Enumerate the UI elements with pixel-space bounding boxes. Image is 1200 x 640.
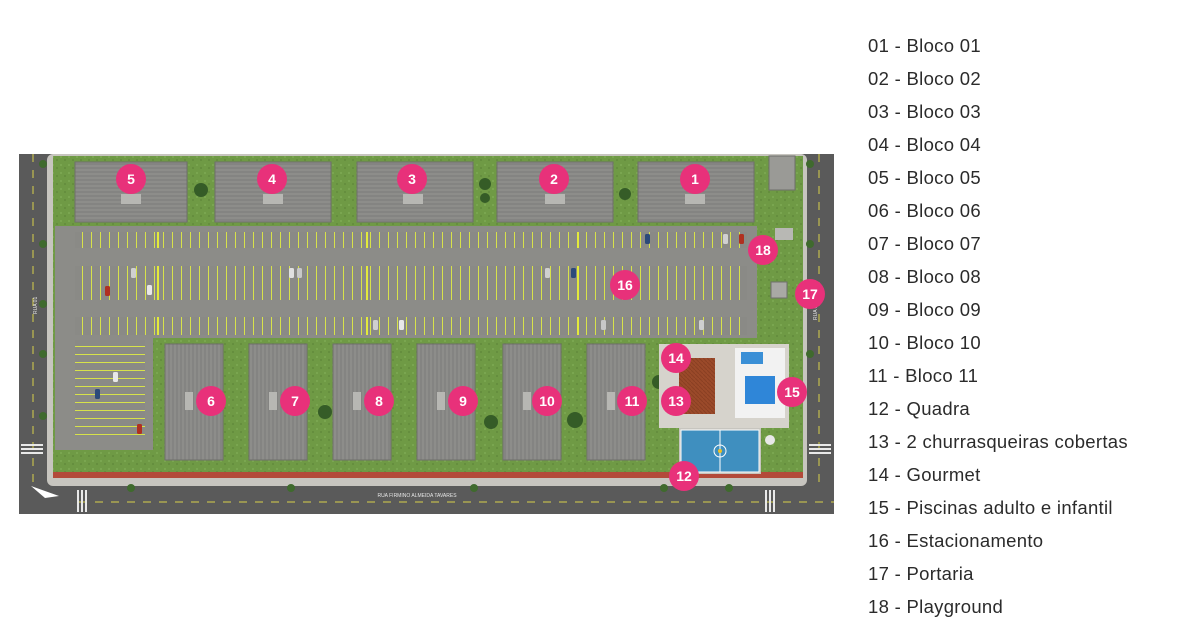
guardhouse-roof xyxy=(768,155,796,191)
street-label: RUA FIRMINO ALMEIDA TAVARES xyxy=(377,493,457,499)
marker-3[interactable]: 3 xyxy=(397,164,427,194)
adult-pool xyxy=(745,376,775,404)
marker-15[interactable]: 15 xyxy=(777,377,807,407)
map-markers: 1 2 3 4 5 6 7 8 9 10 11 12 13 14 15 16 1… xyxy=(116,164,825,491)
legend-item: 11 - Bloco 11 xyxy=(868,365,979,386)
legend-item: 13 - 2 churrasqueiras cobertas xyxy=(868,431,1128,452)
legend-item: 15 - Piscinas adulto e infantil xyxy=(868,497,1113,518)
marker-18[interactable]: 18 xyxy=(748,235,778,265)
street-trees xyxy=(39,160,814,492)
kids-pool xyxy=(741,352,763,364)
marker-4[interactable]: 4 xyxy=(257,164,287,194)
svg-text:5: 5 xyxy=(127,171,135,187)
svg-text:12: 12 xyxy=(676,468,692,484)
parking-area xyxy=(55,226,757,450)
marker-14[interactable]: 14 xyxy=(661,343,691,373)
legend-item: 06 - Bloco 06 xyxy=(868,200,981,221)
legend-item: 08 - Bloco 08 xyxy=(868,266,981,287)
marker-2[interactable]: 2 xyxy=(539,164,569,194)
svg-text:17: 17 xyxy=(802,286,818,302)
legend-item: 02 - Bloco 02 xyxy=(868,68,981,89)
legend-item: 16 - Estacionamento xyxy=(868,530,1044,551)
legend-list: 01 - Bloco 01 02 - Bloco 02 03 - Bloco 0… xyxy=(868,32,1188,626)
legend-item: 18 - Playground xyxy=(868,596,1004,617)
marker-8[interactable]: 8 xyxy=(364,386,394,416)
marker-17[interactable]: 17 xyxy=(795,279,825,309)
svg-text:9: 9 xyxy=(459,393,467,409)
marker-10[interactable]: 10 xyxy=(532,386,562,416)
parked-cars xyxy=(95,234,744,434)
svg-text:13: 13 xyxy=(668,393,684,409)
side-street-label-left: RUA 01 xyxy=(33,297,39,314)
marker-16[interactable]: 16 xyxy=(610,270,640,300)
svg-text:6: 6 xyxy=(207,393,215,409)
svg-text:3: 3 xyxy=(408,171,416,187)
marker-5[interactable]: 5 xyxy=(116,164,146,194)
legend-item: 12 - Quadra xyxy=(868,398,971,419)
marker-9[interactable]: 9 xyxy=(448,386,478,416)
svg-text:11: 11 xyxy=(625,393,640,409)
legend-item: 04 - Bloco 04 xyxy=(868,134,981,155)
legend-item: 09 - Bloco 09 xyxy=(868,299,981,320)
legend-item: 17 - Portaria xyxy=(868,563,974,584)
svg-text:16: 16 xyxy=(617,277,633,293)
gatehouse xyxy=(770,281,788,299)
compass-arrow-icon xyxy=(31,486,59,498)
legend-item: 03 - Bloco 03 xyxy=(868,101,981,122)
svg-text:18: 18 xyxy=(755,242,771,258)
legend-item: 10 - Bloco 10 xyxy=(868,332,981,353)
site-plan-map: RUA FIRMINO ALMEIDA TAVARES RUA 01 RUA 0… xyxy=(19,154,834,514)
legend-item: 01 - Bloco 01 xyxy=(868,35,981,56)
svg-text:7: 7 xyxy=(291,393,299,409)
legend-item: 07 - Bloco 07 xyxy=(868,233,981,254)
marker-1[interactable]: 1 xyxy=(680,164,710,194)
svg-text:8: 8 xyxy=(375,393,383,409)
marker-6[interactable]: 6 xyxy=(196,386,226,416)
marker-12[interactable]: 12 xyxy=(669,461,699,491)
marker-11[interactable]: 11 xyxy=(617,386,647,416)
marker-7[interactable]: 7 xyxy=(280,386,310,416)
svg-text:10: 10 xyxy=(539,393,555,409)
svg-text:4: 4 xyxy=(268,171,276,187)
legend-item: 14 - Gourmet xyxy=(868,464,981,485)
svg-text:1: 1 xyxy=(691,171,699,187)
svg-text:14: 14 xyxy=(668,350,684,366)
legend-item: 05 - Bloco 05 xyxy=(868,167,981,188)
marker-13[interactable]: 13 xyxy=(661,386,691,416)
svg-text:2: 2 xyxy=(550,171,558,187)
side-street-label-right: RUA 02 xyxy=(813,303,819,320)
crosswalk xyxy=(21,444,831,512)
svg-text:15: 15 xyxy=(784,384,800,400)
